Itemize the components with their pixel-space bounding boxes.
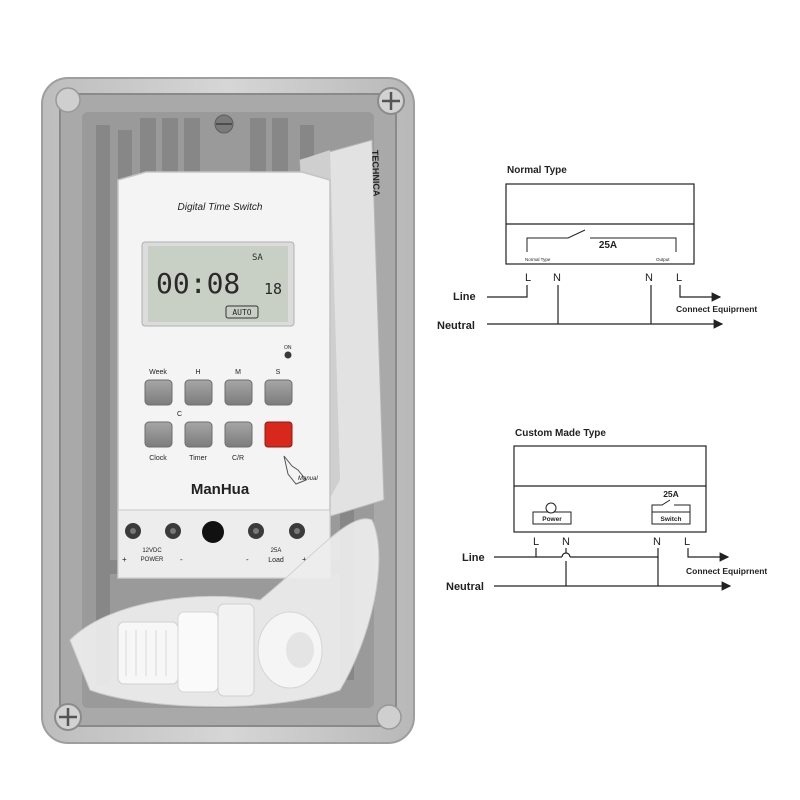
lcd-display: SA 00:08 18 AUTO [141,241,295,327]
manual-button[interactable] [264,421,293,448]
device-title: Digital Time Switch [178,202,263,213]
normal-left-terminal-label: Normal Type [525,257,551,262]
label-m: M [235,369,241,376]
panel-screw-icon [214,114,234,134]
label-c: C [177,411,182,418]
label-cr: C/R [232,455,244,462]
label-timer: Timer [189,455,207,462]
clock-button[interactable] [144,421,173,448]
custom-terminal-n1: N [562,536,570,548]
cancel-recall-button[interactable] [224,421,253,448]
cable-gland-bag [69,518,380,707]
label-clock: Clock [149,455,167,462]
normal-type-title: Normal Type [507,165,567,176]
corner-screw-top-right-icon [377,87,405,115]
lcd-time: 00:08 [156,267,240,300]
second-button[interactable] [264,379,293,406]
power-label: POWER [141,557,164,563]
normal-line-label: Line [453,291,476,303]
custom-terminal-l1: L [533,536,539,548]
corner-screw-bottom-left-icon [54,703,82,731]
manual-label: Manual [298,476,318,482]
normal-terminal-n2: N [645,272,653,284]
normal-connect-label: Connect Equiprnent [676,304,757,314]
wiring-diagram-normal: Normal Type 25A Normal Type Output L N N… [437,165,757,332]
custom-neutral-label: Neutral [446,581,484,593]
custom-rating: 25A [663,489,679,499]
power-minus: - [180,555,183,564]
custom-power-label: Power [542,516,562,523]
load-rating-label: 25A [271,548,282,554]
timer-device: Digital Time Switch SA 00:08 18 AUTO ON … [117,171,331,579]
label-s: S [276,369,281,376]
indicator-label: ON [284,345,292,351]
load-label: Load [268,557,284,564]
custom-connect-label: Connect Equiprnent [686,566,767,576]
custom-line-label: Line [462,552,485,564]
lcd-mode: AUTO [232,308,251,317]
minute-button[interactable] [224,379,253,406]
custom-terminal-l2: L [684,536,690,548]
wiring-diagram-custom: Custom Made Type Power 25A Switch L N N … [446,428,767,593]
custom-type-title: Custom Made Type [515,428,606,439]
corner-screw-bottom-right-icon [376,704,402,730]
normal-output-label: Output [656,257,670,262]
indicator-led [284,351,292,359]
power-plus: + [122,555,127,564]
hour-button[interactable] [184,379,213,406]
hand-icon: Manual [283,455,318,485]
normal-terminal-l2: L [676,272,682,284]
label-week: Week [149,369,167,376]
lcd-seconds: 18 [264,280,282,298]
timer-button[interactable] [184,421,213,448]
load-plus: + [302,555,307,564]
power-voltage-label: 12VDC [142,548,162,554]
custom-terminal-n2: N [653,536,661,548]
normal-terminal-n1: N [553,272,561,284]
normal-neutral-label: Neutral [437,320,475,332]
corner-screw-top-left-icon [55,87,81,113]
paper-label: TECHNICA [370,150,382,197]
load-minus: - [246,555,249,564]
normal-terminal-l1: L [525,272,531,284]
normal-rating: 25A [599,240,617,251]
label-h: H [195,369,200,376]
week-button[interactable] [144,379,173,406]
brand-logo: ManHua [191,481,250,498]
terminal-block [125,521,305,543]
custom-switch-label: Switch [661,516,682,523]
lcd-day: SA [252,253,263,263]
